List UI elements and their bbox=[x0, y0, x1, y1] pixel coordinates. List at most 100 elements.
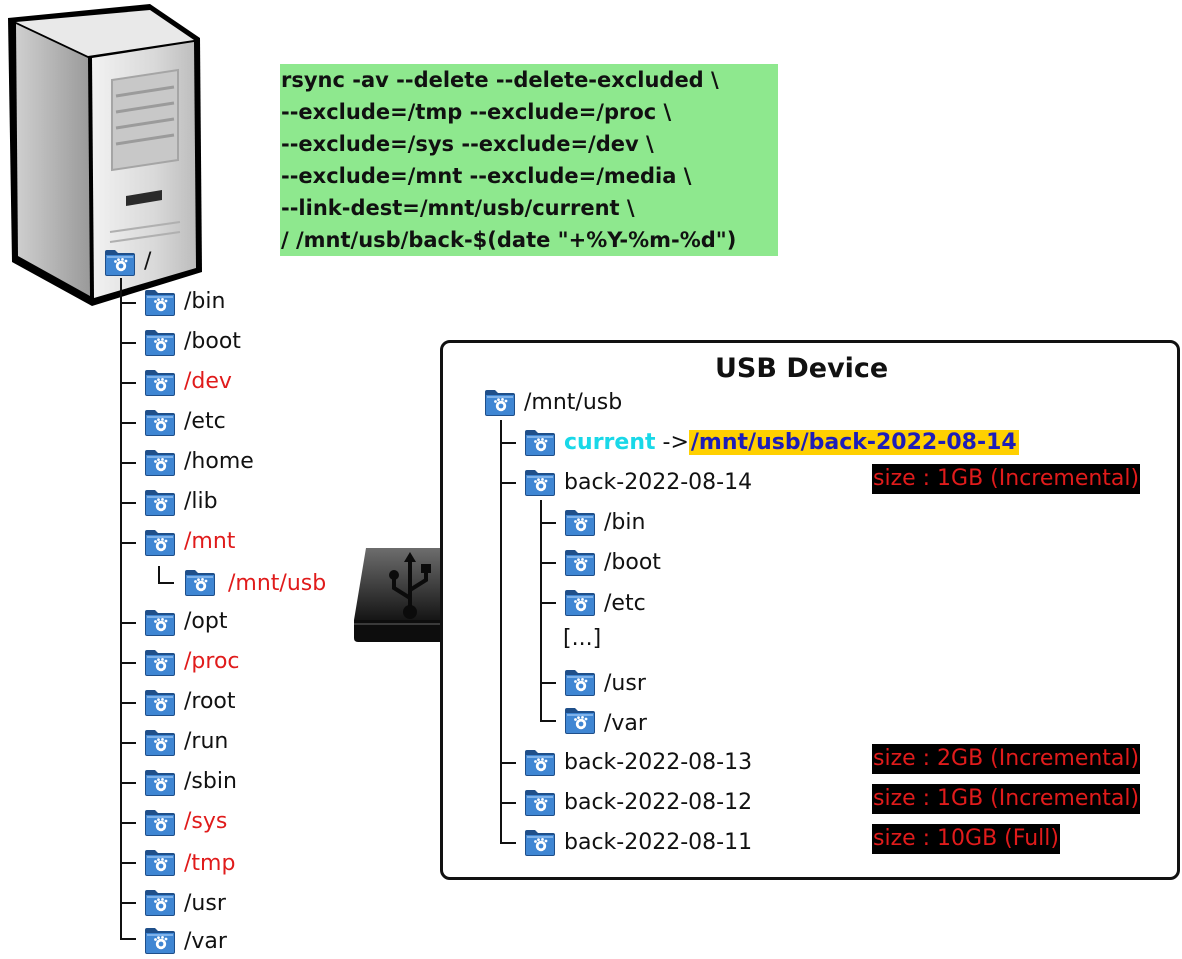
usb-branch-line bbox=[500, 802, 516, 804]
tree-branch-line bbox=[120, 422, 136, 424]
usb-sub-branch-line bbox=[540, 602, 556, 604]
size-badge: size : 1GB (Incremental) bbox=[872, 784, 1141, 814]
tree-branch-line bbox=[120, 938, 136, 940]
tree-item-mnt-usb: /mnt/usb bbox=[228, 571, 327, 596]
folder-icon bbox=[144, 447, 176, 477]
backup-child-label: /usr bbox=[604, 671, 646, 696]
folder-icon bbox=[144, 327, 176, 357]
tree-item-bin: /bin bbox=[184, 289, 226, 314]
folder-icon bbox=[564, 587, 596, 617]
tree-item-usr: /usr bbox=[184, 891, 226, 916]
size-badge: size : 2GB (Incremental) bbox=[872, 744, 1141, 774]
usb-sub-branch-line bbox=[540, 682, 556, 684]
usb-sub-branch-line bbox=[540, 562, 556, 564]
folder-icon bbox=[144, 807, 176, 837]
tree-root-label: / bbox=[144, 249, 152, 274]
usb-branch-line bbox=[500, 482, 516, 484]
folder-icon bbox=[144, 767, 176, 797]
usb-branch-line bbox=[500, 442, 516, 444]
current-link-target: /mnt/usb/back-2022-08-14 bbox=[688, 430, 1019, 455]
tree-item-home: /home bbox=[184, 449, 254, 474]
tree-item-root: /root bbox=[184, 689, 236, 714]
folder-icon bbox=[144, 647, 176, 677]
tree-branch-line bbox=[120, 342, 136, 344]
tree-branch-line bbox=[120, 662, 136, 664]
folder-icon bbox=[524, 747, 556, 777]
folder-icon bbox=[144, 287, 176, 317]
tree-item-proc: /proc bbox=[184, 649, 240, 674]
folder-icon bbox=[144, 925, 176, 955]
tree-branch-line bbox=[120, 622, 136, 624]
tree-branch-line bbox=[120, 462, 136, 464]
usb-drive-icon bbox=[354, 548, 466, 642]
tree-item-sys: /sys bbox=[184, 809, 228, 834]
command-line: rsync -av --delete --delete-excluded \ bbox=[281, 68, 719, 92]
tree-branch-line bbox=[120, 502, 136, 504]
tree-sub-line bbox=[158, 566, 160, 584]
rsync-command-box: rsync -av --delete --delete-excluded \ -… bbox=[280, 64, 778, 256]
tree-branch-line bbox=[120, 782, 136, 784]
usb-sub-branch-line bbox=[540, 720, 556, 722]
tree-item-dev: /dev bbox=[184, 369, 232, 394]
command-line: / /mnt/usb/back-$(date "+%Y-%m-%d") bbox=[281, 228, 737, 252]
folder-icon bbox=[524, 467, 556, 497]
tree-item-opt: /opt bbox=[184, 609, 228, 634]
tree-item-var: /var bbox=[184, 929, 227, 954]
folder-icon bbox=[524, 787, 556, 817]
command-line: --exclude=/tmp --exclude=/proc \ bbox=[281, 100, 672, 124]
folder-icon bbox=[144, 487, 176, 517]
tree-branch-line bbox=[120, 702, 136, 704]
command-line: --exclude=/sys --exclude=/dev \ bbox=[281, 132, 654, 156]
backup-label: back-2022-08-11 bbox=[564, 830, 753, 855]
tree-item-run: /run bbox=[184, 729, 229, 754]
usb-device-title: USB Device bbox=[715, 353, 889, 384]
folder-icon bbox=[184, 567, 216, 597]
folder-icon bbox=[144, 687, 176, 717]
folder-icon bbox=[564, 507, 596, 537]
usb-trunk-line bbox=[500, 420, 502, 844]
tree-item-mnt: /mnt bbox=[184, 529, 236, 554]
command-line: --exclude=/mnt --exclude=/media \ bbox=[281, 164, 692, 188]
folder-icon bbox=[144, 407, 176, 437]
usb-root-label: /mnt/usb bbox=[524, 390, 623, 415]
tree-item-etc: /etc bbox=[184, 409, 226, 434]
tree-branch-line bbox=[120, 382, 136, 384]
backup-child-label: /etc bbox=[604, 591, 646, 616]
tree-item-tmp: /tmp bbox=[184, 851, 236, 876]
folder-icon bbox=[524, 427, 556, 457]
tree-item-boot: /boot bbox=[184, 329, 241, 354]
folder-icon bbox=[484, 387, 516, 417]
server-tower-icon bbox=[8, 4, 202, 306]
folder-icon bbox=[524, 827, 556, 857]
folder-icon bbox=[144, 527, 176, 557]
tree-item-lib: /lib bbox=[184, 489, 218, 514]
folder-icon bbox=[564, 705, 596, 735]
link-arrow: -> bbox=[662, 430, 689, 455]
folder-icon bbox=[144, 607, 176, 637]
command-line: --link-dest=/mnt/usb/current \ bbox=[281, 196, 635, 220]
tree-item-sbin: /sbin bbox=[184, 769, 237, 794]
tree-branch-line bbox=[120, 902, 136, 904]
folder-icon bbox=[144, 727, 176, 757]
tree-branch-line bbox=[120, 302, 136, 304]
usb-branch-line bbox=[500, 842, 516, 844]
backup-child-label: /boot bbox=[604, 550, 661, 575]
backup-child-label: /bin bbox=[604, 510, 646, 535]
folder-icon bbox=[144, 367, 176, 397]
tree-branch-line bbox=[120, 542, 136, 544]
current-link-name: current bbox=[564, 430, 656, 455]
folder-icon bbox=[104, 247, 136, 277]
folder-icon bbox=[564, 547, 596, 577]
usb-sub-branch-line bbox=[540, 522, 556, 524]
backup-latest-label: back-2022-08-14 bbox=[564, 470, 753, 495]
backup-label: back-2022-08-12 bbox=[564, 790, 753, 815]
current-link-row: current ->/mnt/usb/back-2022-08-14 bbox=[564, 429, 1019, 457]
backup-label: back-2022-08-13 bbox=[564, 750, 753, 775]
folder-icon bbox=[144, 887, 176, 917]
usb-sub-trunk-line bbox=[540, 500, 542, 722]
folder-icon bbox=[564, 667, 596, 697]
tree-branch-line bbox=[120, 862, 136, 864]
ellipsis-label: [...] bbox=[563, 626, 602, 651]
tree-branch-line bbox=[120, 742, 136, 744]
tree-branch-line bbox=[120, 822, 136, 824]
